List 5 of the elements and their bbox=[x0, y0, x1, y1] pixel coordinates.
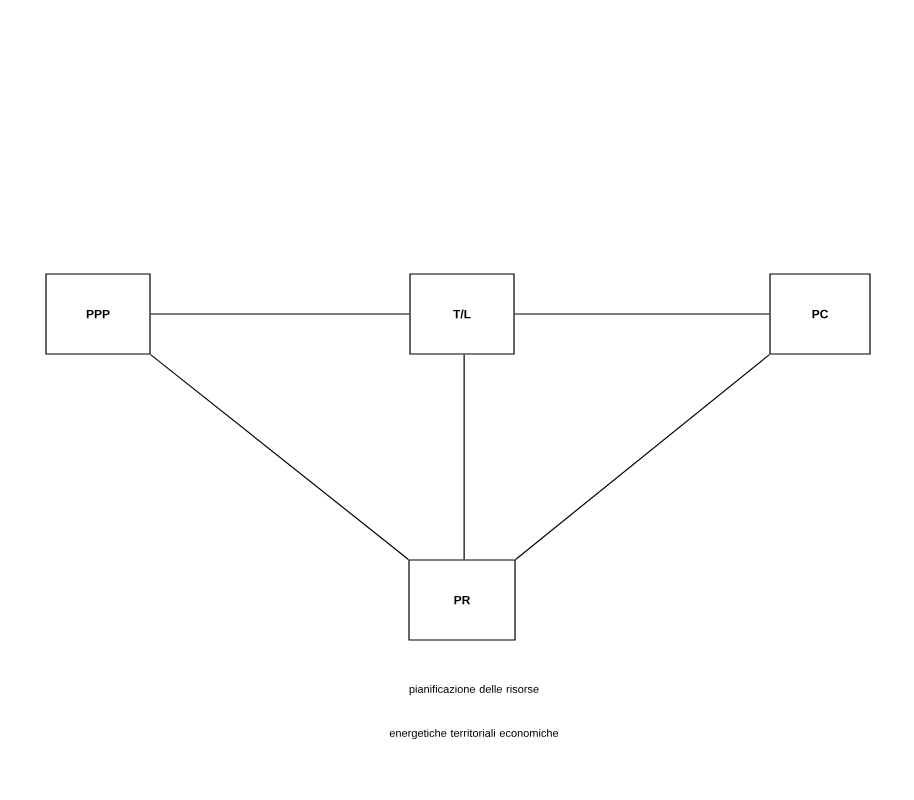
connector-line bbox=[514, 313, 770, 315]
connector-line bbox=[515, 354, 770, 560]
connector-line bbox=[150, 354, 409, 560]
connector-line bbox=[463, 354, 465, 560]
connector-line bbox=[150, 313, 410, 315]
